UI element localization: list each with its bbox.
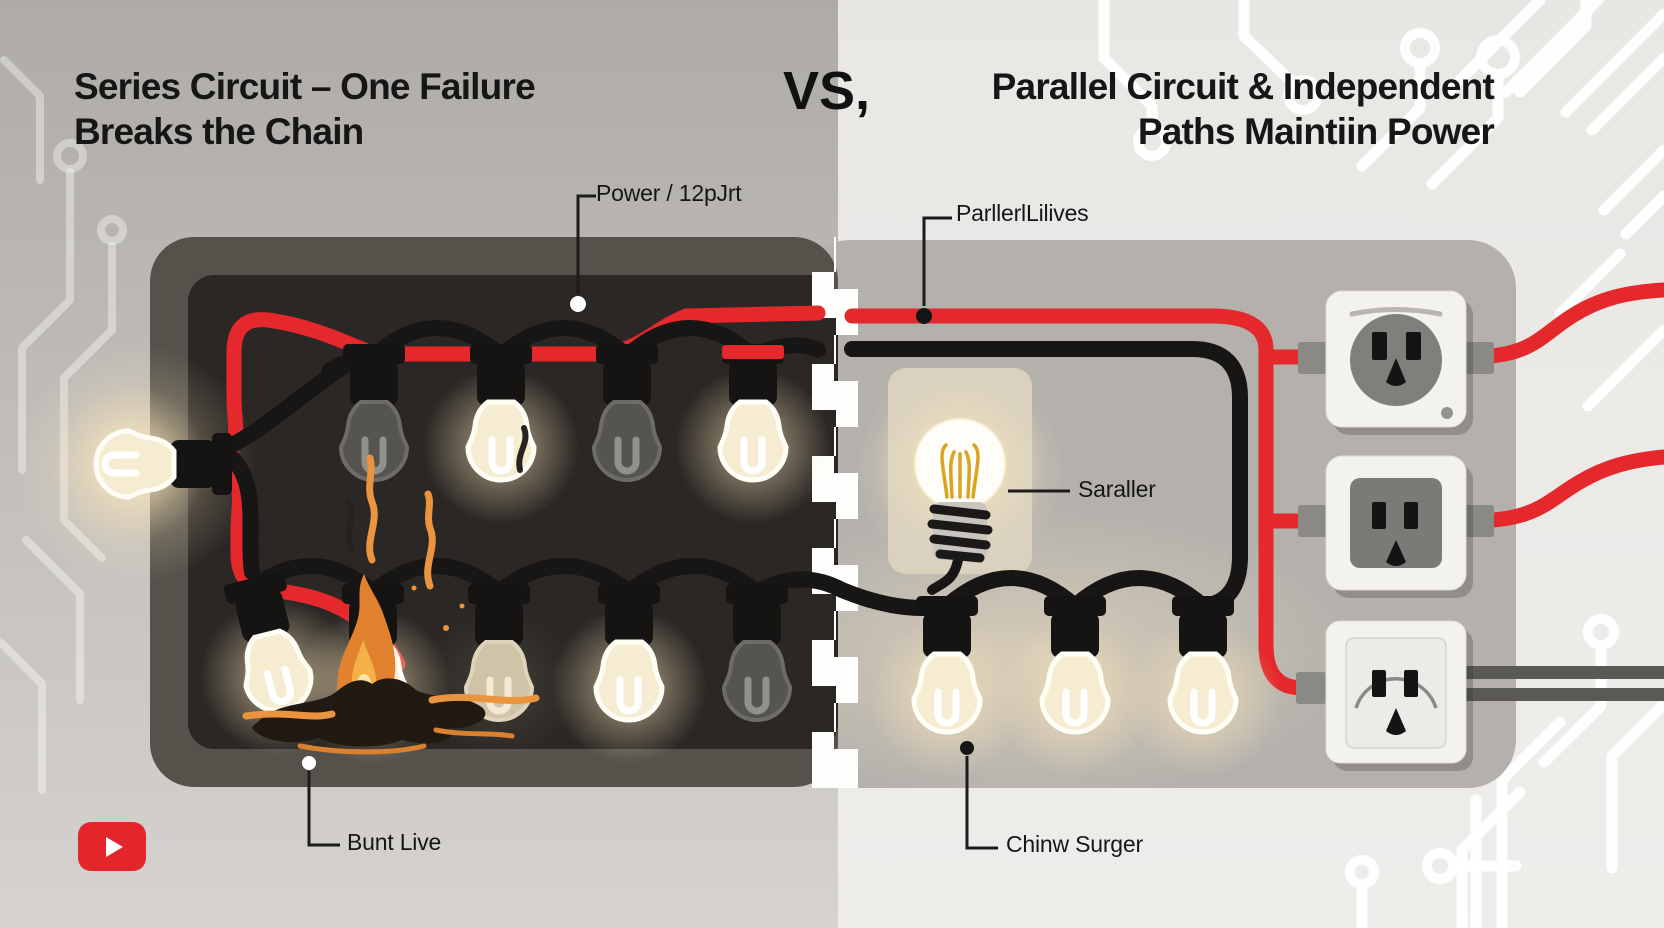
hero-bulb-cord <box>927 555 963 595</box>
parallel-title-line2: Paths Maintiin Power <box>1137 111 1495 152</box>
burn-splat <box>252 678 486 747</box>
callout-bunt-live-label: Bunt Live <box>347 829 442 855</box>
parallel-main-bulb <box>872 378 1048 563</box>
circuit-traces-right <box>1098 0 1664 928</box>
callout-line-parallel-lives <box>922 216 952 306</box>
red-wire-parallel-bus <box>844 308 1335 696</box>
callout-dot-bunt-live <box>302 756 316 770</box>
outlet-bottom <box>1325 620 1473 771</box>
screw-base <box>927 504 993 563</box>
series-title: Series Circuit – One Failure Breaks the … <box>74 64 536 154</box>
series-title-line1: Series Circuit – One Failure <box>74 66 536 107</box>
callout-dot-power <box>570 296 586 312</box>
versus-text: VS, <box>783 61 871 121</box>
outlet-top <box>1325 290 1473 435</box>
red-wire-exit-top <box>1462 282 1664 365</box>
parallel-title: Parallel Circuit & Independent Paths Mai… <box>991 64 1495 154</box>
outlet-middle <box>1325 455 1473 598</box>
filament <box>940 443 980 499</box>
callout-chinw-surger-label: Chinw Surger <box>1006 831 1143 857</box>
bulbs <box>52 344 1281 776</box>
callout-parallel-lives-label: ParllerlLilives <box>956 200 1089 226</box>
flame-outer <box>337 574 396 706</box>
fire <box>242 425 540 755</box>
socket-red-band <box>722 345 784 359</box>
callout-dot-chinw-surger <box>960 741 974 755</box>
gray-wire-exit-2 <box>1464 688 1664 701</box>
red-wire-exit-middle <box>1462 449 1664 529</box>
gray-wire-exit-1 <box>1464 666 1664 679</box>
series-title-line2: Breaks the Chain <box>74 111 364 152</box>
callout-dot-parallel-lives <box>916 308 932 324</box>
outlet-column <box>1296 290 1494 771</box>
callout-line-bunt-live <box>307 771 340 847</box>
youtube-play-icon[interactable] <box>78 822 146 871</box>
wiring <box>208 282 1664 701</box>
parallel-title-line1: Parallel Circuit & Independent <box>991 66 1495 107</box>
play-triangle-icon <box>105 836 123 857</box>
callout-saraller-label: Saraller <box>1078 476 1156 502</box>
callout-line-power <box>576 194 596 294</box>
callout-leaders <box>302 194 1070 850</box>
callout-power-label: Power / 12pJrt <box>596 180 742 206</box>
callout-line-chinw-surger <box>965 756 998 850</box>
